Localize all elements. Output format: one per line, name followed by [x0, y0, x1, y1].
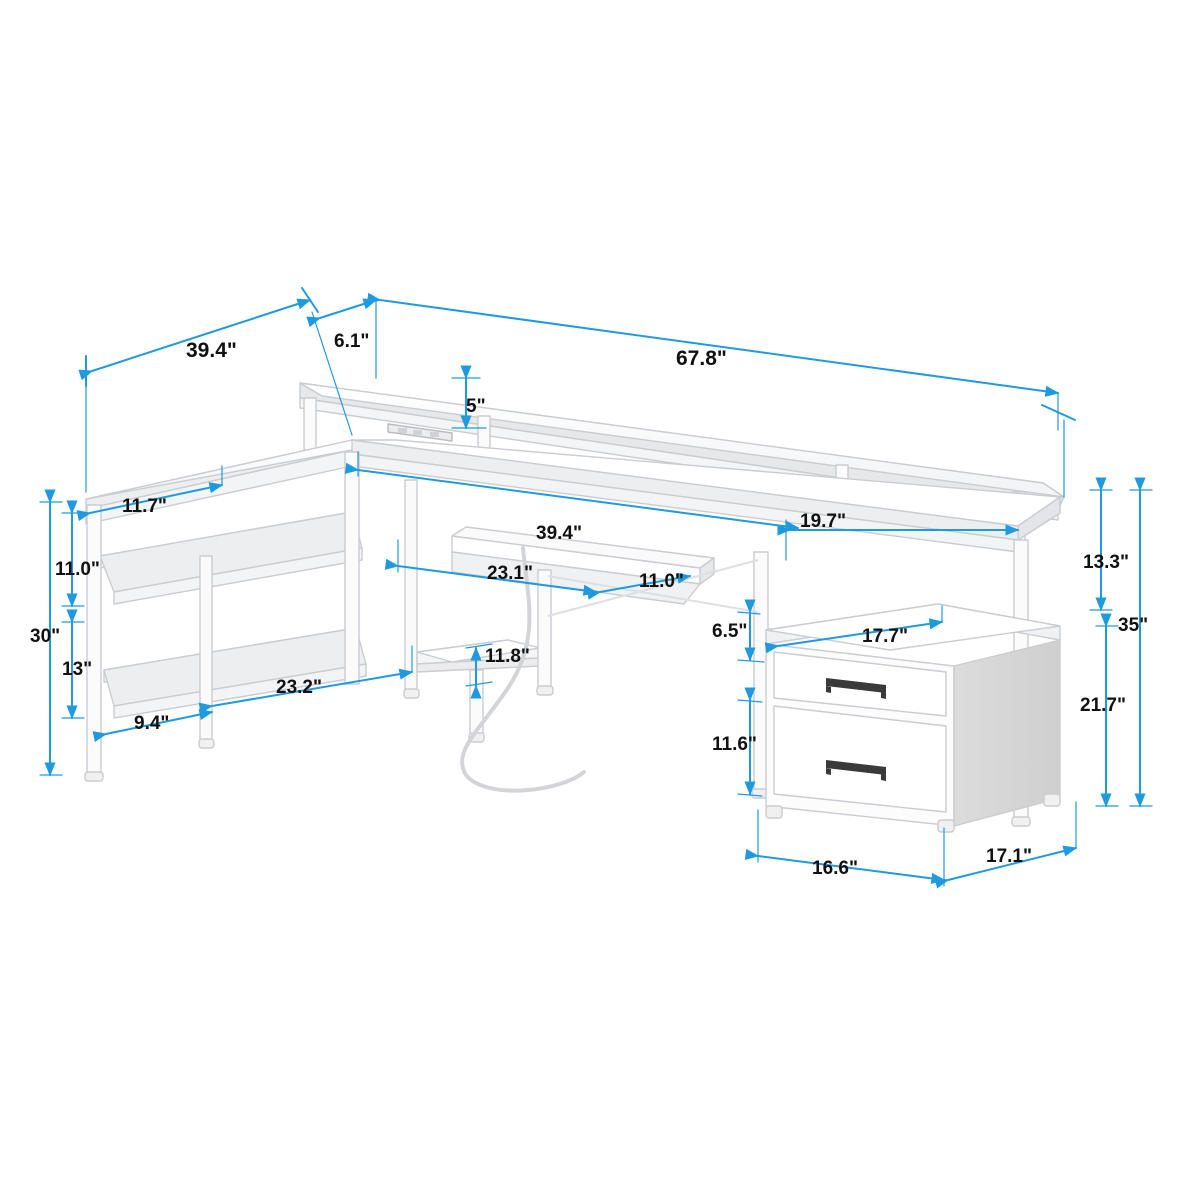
drawer-handles — [826, 678, 886, 781]
dim-label-cabinet-body-height: 21.7" — [1080, 695, 1126, 716]
dim-label-depth-left-top: 39.4" — [186, 339, 237, 362]
dim-label-bottom-shelf-depth: 9.4" — [134, 713, 170, 734]
dim-label-drawer-height: 11.6" — [712, 734, 757, 755]
dim-label-lower-shelf-gap: 13" — [62, 659, 93, 680]
dim-label-upper-shelf-gap: 11.0" — [55, 559, 100, 580]
dim-label-hutch-depth: 6.1" — [334, 331, 370, 352]
power-strip — [387, 423, 453, 442]
dim-label-total-height: 30" — [30, 626, 61, 647]
left-shelf-unit — [84, 451, 420, 782]
dim-label-hutch-height: 5" — [466, 396, 486, 417]
dim-label-keyboard-tray-depth: 11.0" — [639, 571, 684, 592]
dim-label-cabinet-top-gap: 6.5" — [712, 621, 748, 642]
dim-label-total-width: 67.8" — [676, 347, 727, 370]
dim-label-cabinet-width: 16.6" — [812, 858, 858, 879]
dim-label-right-desktop-width: 19.7" — [800, 511, 846, 532]
dim-label-desk-height: 35" — [1118, 615, 1149, 636]
dim-label-keyboard-tray-width: 23.1" — [487, 563, 533, 584]
dim-label-cabinet-depth: 17.1" — [986, 846, 1032, 867]
dim-label-cpu-stand-depth: 11.8" — [485, 646, 530, 667]
power-cord — [460, 546, 586, 793]
dim-label-bottom-shelf-width: 23.2" — [276, 677, 322, 698]
dim-label-left-shelf-depth: 11.7" — [122, 496, 167, 517]
dim-label-right-top-height: 13.3" — [1083, 552, 1129, 573]
dim-label-desktop-width: 39.4" — [536, 523, 582, 544]
dim-label-cabinet-top-width: 17.7" — [862, 626, 908, 647]
